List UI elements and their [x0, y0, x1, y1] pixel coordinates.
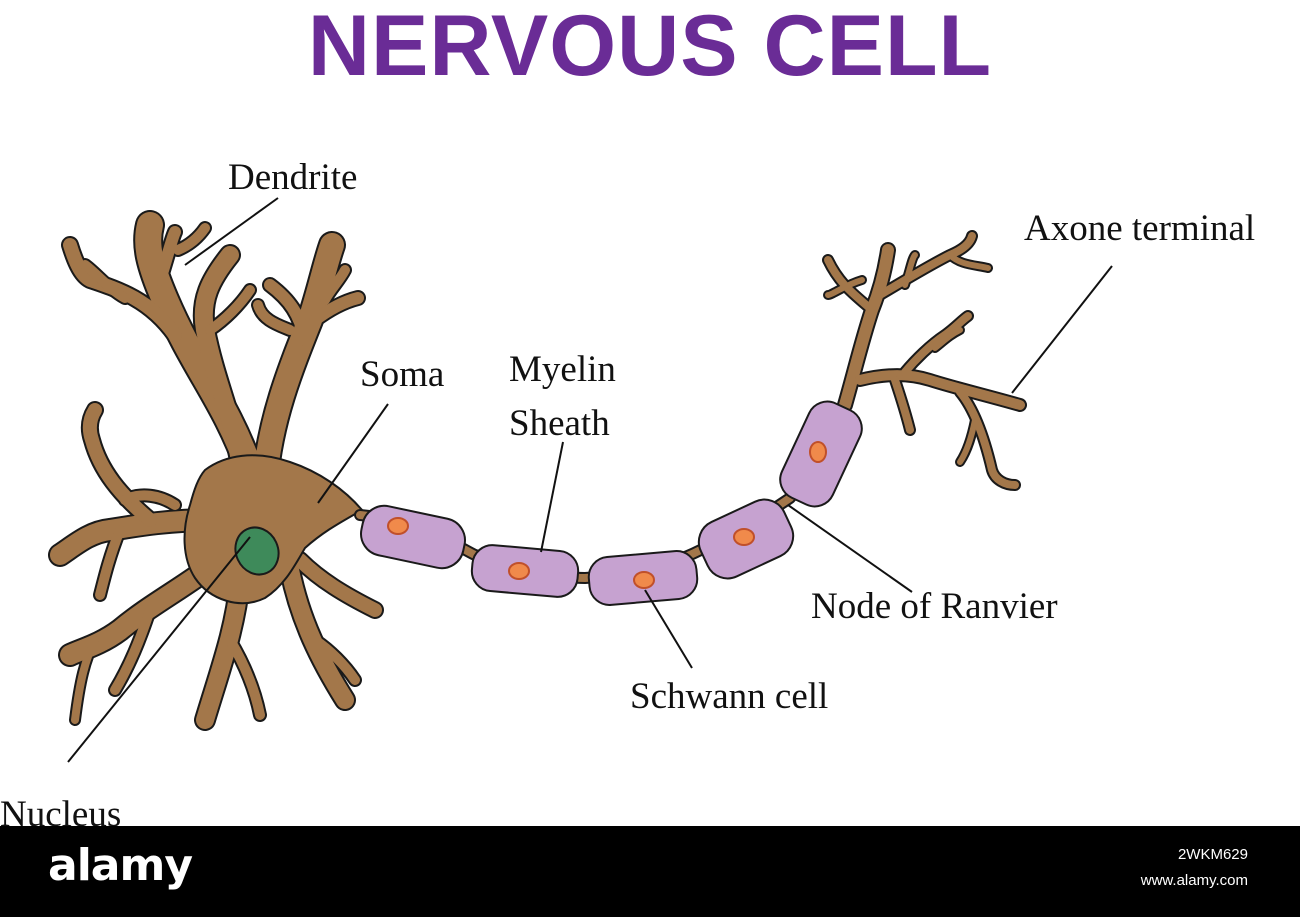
schwann-nucleus-5 [809, 441, 827, 463]
label-soma: Soma [360, 354, 444, 395]
label-nucleus: Nucleus [0, 794, 121, 826]
label-axone-terminal: Axone terminal [1024, 208, 1255, 249]
neuron-diagram: Dendrite Soma Myelin Sheath Axone termin… [0, 157, 1255, 826]
label-myelin-line1: Myelin [509, 349, 616, 390]
footer-logo: alamy [48, 840, 193, 891]
page-title: NERVOUS CELL [307, 0, 993, 94]
label-node-of-ranvier: Node of Ranvier [811, 586, 1058, 627]
schwann-nucleus-1 [387, 517, 409, 535]
schwann-nucleus-4 [733, 528, 755, 546]
schwann-nucleus-3 [633, 571, 655, 589]
myelin-segment-1 [360, 504, 466, 570]
leader-dendrite [184, 197, 279, 266]
schwann-nucleus-2 [508, 562, 530, 580]
soma-body [183, 454, 364, 605]
axon-terminal-fill [824, 232, 1025, 489]
leader-node-of-ranvier [787, 504, 913, 593]
dendrite-trunks-fill [50, 212, 382, 729]
watermark-footer: alamy 2WKM629 www.alamy.com [0, 826, 1300, 917]
footer-image-id: 2WKM629 [1177, 846, 1248, 863]
leader-axone-terminal [1011, 265, 1113, 394]
leader-soma [317, 403, 389, 504]
schwann-nuclei [387, 441, 827, 589]
leader-schwann-cell [644, 589, 693, 669]
cell-nucleus [234, 526, 280, 576]
leader-nucleus [67, 536, 251, 763]
leader-lines [67, 197, 1113, 763]
footer-url: www.alamy.com [1140, 872, 1248, 889]
leader-myelin [540, 441, 564, 553]
label-dendrite: Dendrite [228, 157, 357, 198]
label-schwann-cell: Schwann cell [630, 676, 828, 717]
label-myelin-line2: Sheath [509, 403, 610, 444]
